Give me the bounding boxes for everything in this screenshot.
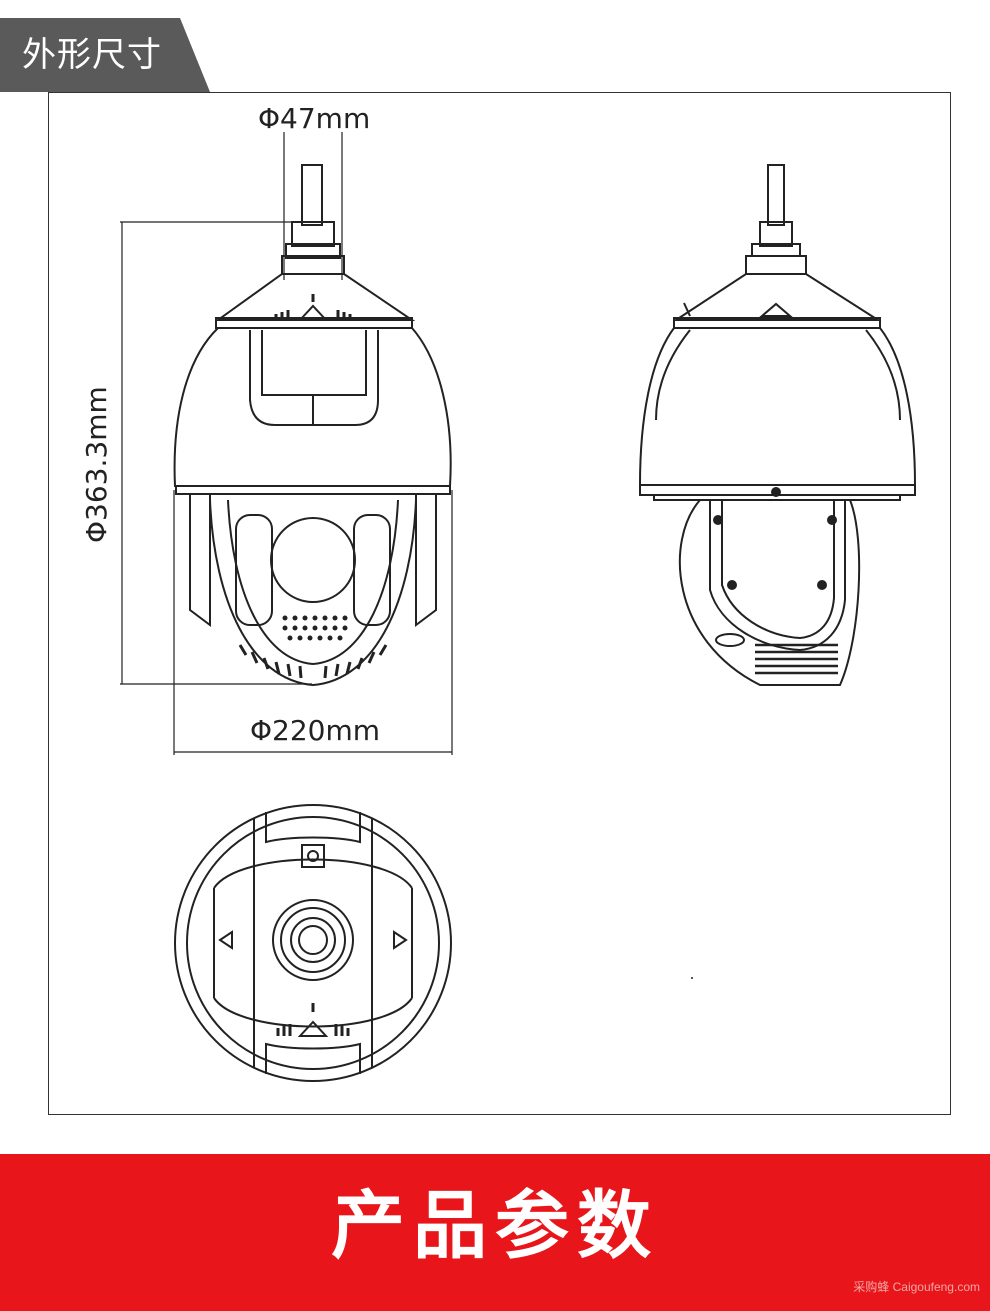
top-view-drawing xyxy=(174,804,452,1082)
watermark: 采购蜂 Caigoufeng.com xyxy=(853,1280,980,1294)
drawing-frame xyxy=(48,92,951,1115)
camera-drawings: Φ47mm Φ363.3mm Φ220mm xyxy=(80,102,917,1082)
section-tag-bg xyxy=(0,18,210,92)
section-tag-label: 外形尺寸 xyxy=(22,35,162,75)
height-label: Φ363.3mm xyxy=(80,386,113,543)
banner xyxy=(0,1154,990,1311)
width-label: Φ220mm xyxy=(250,714,380,747)
cable-diameter-label: Φ47mm xyxy=(258,102,370,135)
side-view-drawing xyxy=(638,164,917,686)
dimension-lines xyxy=(120,132,453,755)
stray-mark xyxy=(691,977,693,979)
front-view-drawing xyxy=(173,164,452,687)
banner-title: 产品参数 xyxy=(331,1183,659,1269)
